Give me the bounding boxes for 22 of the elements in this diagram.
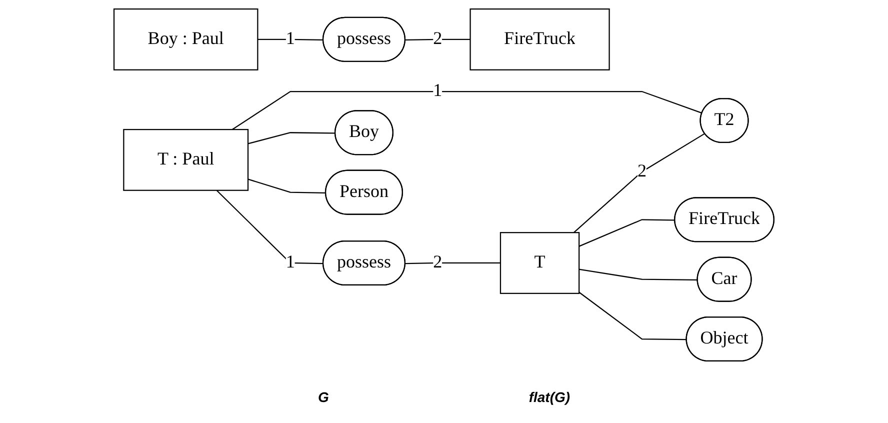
edge-label: 2 (433, 29, 442, 48)
connector (578, 219, 676, 247)
connector (574, 133, 706, 233)
connector (232, 90, 703, 130)
edge-label: 2 (637, 162, 646, 181)
connector (258, 38, 324, 41)
graph-caption: flat(G) (528, 388, 570, 404)
node-box: Boy : Paul (114, 8, 258, 70)
node-box: FireTruck (470, 8, 610, 70)
connector (579, 268, 698, 280)
connector (216, 190, 324, 264)
node-box: T (500, 232, 580, 294)
connector (248, 132, 336, 144)
edge-label: 1 (286, 252, 295, 272)
edge-label: 1 (433, 81, 442, 101)
connector (406, 262, 501, 264)
edge-label: 2 (433, 252, 442, 272)
connector (248, 178, 326, 194)
graph-caption: G (318, 388, 329, 404)
node-box: T : Paul (123, 128, 249, 191)
connector (578, 292, 687, 340)
edge-label: 1 (286, 29, 295, 48)
